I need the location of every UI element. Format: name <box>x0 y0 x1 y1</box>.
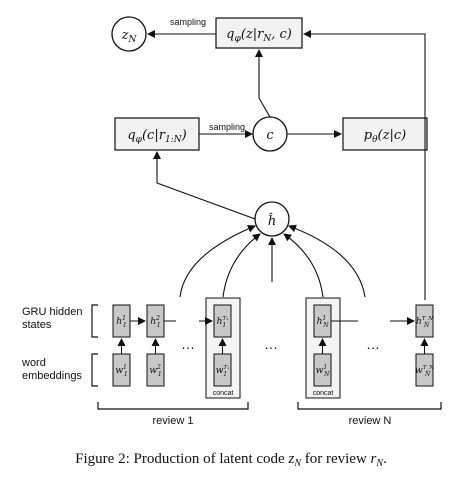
figure-caption: Figure 2: Production of latent code zN f… <box>75 451 387 469</box>
node-z-n-label: zN <box>121 28 138 45</box>
arrow-c-to-qz <box>255 49 271 118</box>
node-q-z-label: qφ(z|rN, c) <box>226 27 292 44</box>
arrow-h1T1-to-hhat-a <box>179 224 256 298</box>
bracket-label-review-1: review 1 <box>153 415 194 427</box>
bracket-review-1 <box>97 402 249 410</box>
bracket-gru-row <box>91 304 98 338</box>
arrow-hNTN-to-hhat <box>288 224 366 298</box>
node-h-hat-label: ĥ <box>268 213 276 229</box>
node-p-z-given-c: pθ(z|c) <box>342 117 428 151</box>
arrow-hNTN-to-qz <box>303 30 426 300</box>
label-word-line1: word <box>21 357 46 369</box>
edge-label-sampling-mid: sampling <box>209 122 245 132</box>
node-z-n: zN <box>111 16 147 52</box>
ellipsis-2: … <box>264 336 279 352</box>
bracket-review-n <box>297 402 442 410</box>
caption-suffix: . <box>383 451 387 467</box>
arrow-h1T1-to-hhat-b <box>222 233 261 298</box>
node-c: c <box>252 116 288 152</box>
arrow-hN1-to-hhat <box>283 233 324 298</box>
label-gru-line1: GRU hidden <box>22 306 83 318</box>
bracket-label-review-n: review N <box>349 415 392 427</box>
node-q-c-given-r: qφ(c|r1:N) <box>114 117 200 151</box>
concat-label-2: concat <box>313 390 334 397</box>
node-q-z-given-rn-c: qφ(z|rN, c) <box>215 17 303 49</box>
edge-label-sampling-top: sampling <box>170 17 206 27</box>
node-q-c-label: qφ(c|r1:N) <box>127 128 186 145</box>
label-gru-line2: states <box>22 319 52 331</box>
label-word-line2: embeddings <box>22 370 82 382</box>
concat-label-1: concat <box>213 390 234 397</box>
caption-prefix: Figure 2: Production of latent code <box>75 451 288 467</box>
ellipsis-1: … <box>181 336 196 352</box>
arrow-hhat-to-qc <box>153 151 256 220</box>
node-h-hat: ĥ <box>254 201 290 237</box>
ellipsis-3: … <box>366 336 381 352</box>
caption-mid: for review <box>301 451 371 467</box>
node-c-label: c <box>266 128 274 143</box>
bracket-word-row <box>91 353 98 387</box>
node-p-z-label: pθ(z|c) <box>364 128 406 145</box>
